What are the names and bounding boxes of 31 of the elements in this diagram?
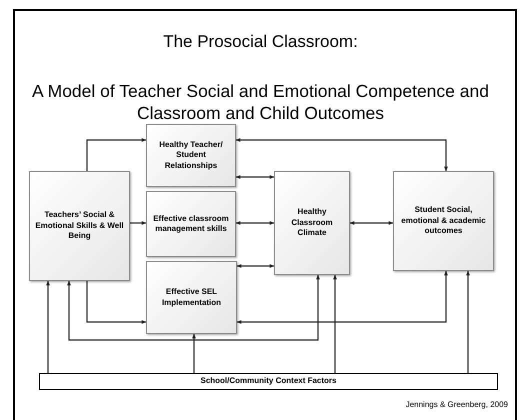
concept-box xyxy=(29,171,130,281)
node-label: Teachers’ Social & Emotional Skills & Well Being xyxy=(34,210,125,242)
context-bar xyxy=(39,373,498,390)
node-label: Effective classroom management skills xyxy=(152,214,230,234)
arrow xyxy=(192,334,196,373)
arrow xyxy=(86,138,146,171)
arrow xyxy=(236,175,274,179)
node-label: Student Social, emotional & academic outcomes xyxy=(400,205,487,237)
arrow xyxy=(466,270,470,373)
node-label: Healthy Teacher/ Student Relationships xyxy=(158,140,224,172)
node-label: Healthy Classroom Climate xyxy=(290,207,334,239)
node-label: Effective SEL Implementation xyxy=(160,287,222,308)
arrow xyxy=(67,274,320,341)
concept-box xyxy=(146,124,236,187)
arrow xyxy=(333,274,337,373)
diagram-subtitle: A Model of Teacher Social and Emotional Competence and Classroom and Child Outcomes xyxy=(31,81,490,125)
arrow xyxy=(236,221,274,225)
concept-box xyxy=(146,191,236,257)
arrow xyxy=(130,221,146,225)
arrow xyxy=(236,264,274,268)
arrow xyxy=(350,221,394,225)
node-label: School/Community Context Factors xyxy=(200,376,336,387)
arrow xyxy=(46,280,50,373)
diagram-title: The Prosocial Classroom: xyxy=(162,31,359,52)
concept-box xyxy=(146,261,237,334)
arrow xyxy=(86,281,146,324)
concept-box xyxy=(393,171,494,271)
arrow xyxy=(236,138,448,172)
arrow xyxy=(236,270,448,324)
concept-box xyxy=(274,171,350,275)
citation: Jennings & Greenberg, 2009 xyxy=(404,400,508,410)
